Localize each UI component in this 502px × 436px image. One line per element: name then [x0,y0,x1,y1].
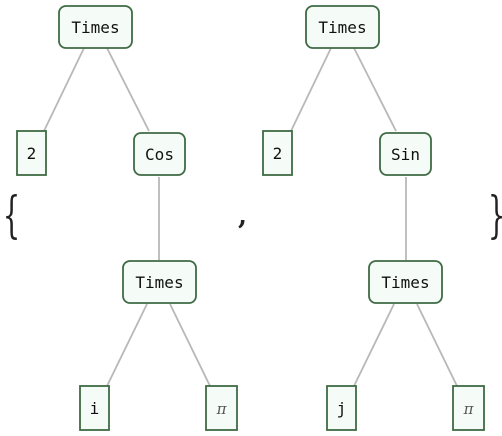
tree-2-sin-node: Sin [379,132,432,176]
edge-times-to-cos [106,47,150,132]
tree-1-inner-times-node: Times [122,260,197,304]
close-brace: } [488,186,502,244]
tree-2-leaf-pi: π [452,385,485,431]
tree-2-leaf-j-label: j [337,399,347,418]
tree-2-root-label: Times [318,18,366,37]
edge-times-to-2 [290,47,332,132]
tree-2-leaf-pi-label: π [463,400,475,418]
tree-1-leaf-pi: π [205,385,238,431]
tree-1-leaf-pi-label: π [216,400,228,418]
tree-2-leaf-j: j [326,385,357,431]
tree-1: Times 2 Cos Times i π [16,5,238,431]
open-brace: { [3,186,20,244]
tree-1-cos-label: Cos [145,145,174,164]
tree-1-inner-times-label: Times [135,273,183,292]
tree-1-cos-node: Cos [133,132,186,176]
edge-times-to-j [353,303,395,387]
tree-1-leaf-2-label: 2 [27,144,37,163]
tree-2-inner-times-node: Times [368,260,443,304]
tree-1-root-node: Times [58,5,133,49]
tree-2-leaf-2: 2 [262,130,293,176]
edge-times-to-pi [416,303,458,387]
tree-2-root-node: Times [305,5,380,49]
tree-2: Times 2 Sin Times j π [262,5,485,431]
tree-2-leaf-2-label: 2 [273,144,283,163]
tree-2-inner-times-label: Times [381,273,429,292]
tree-1-leaf-i: i [79,385,110,431]
edge-times-to-2 [43,47,85,132]
tree-1-root-label: Times [71,18,119,37]
tree-1-leaf-i-label: i [90,399,100,418]
edge-times-to-sin [353,47,397,132]
separator-comma: , [238,201,247,231]
tree-1-leaf-2: 2 [16,130,47,176]
tree-2-sin-label: Sin [391,145,420,164]
edge-times-to-i [106,303,148,387]
edge-times-to-pi [169,303,211,387]
